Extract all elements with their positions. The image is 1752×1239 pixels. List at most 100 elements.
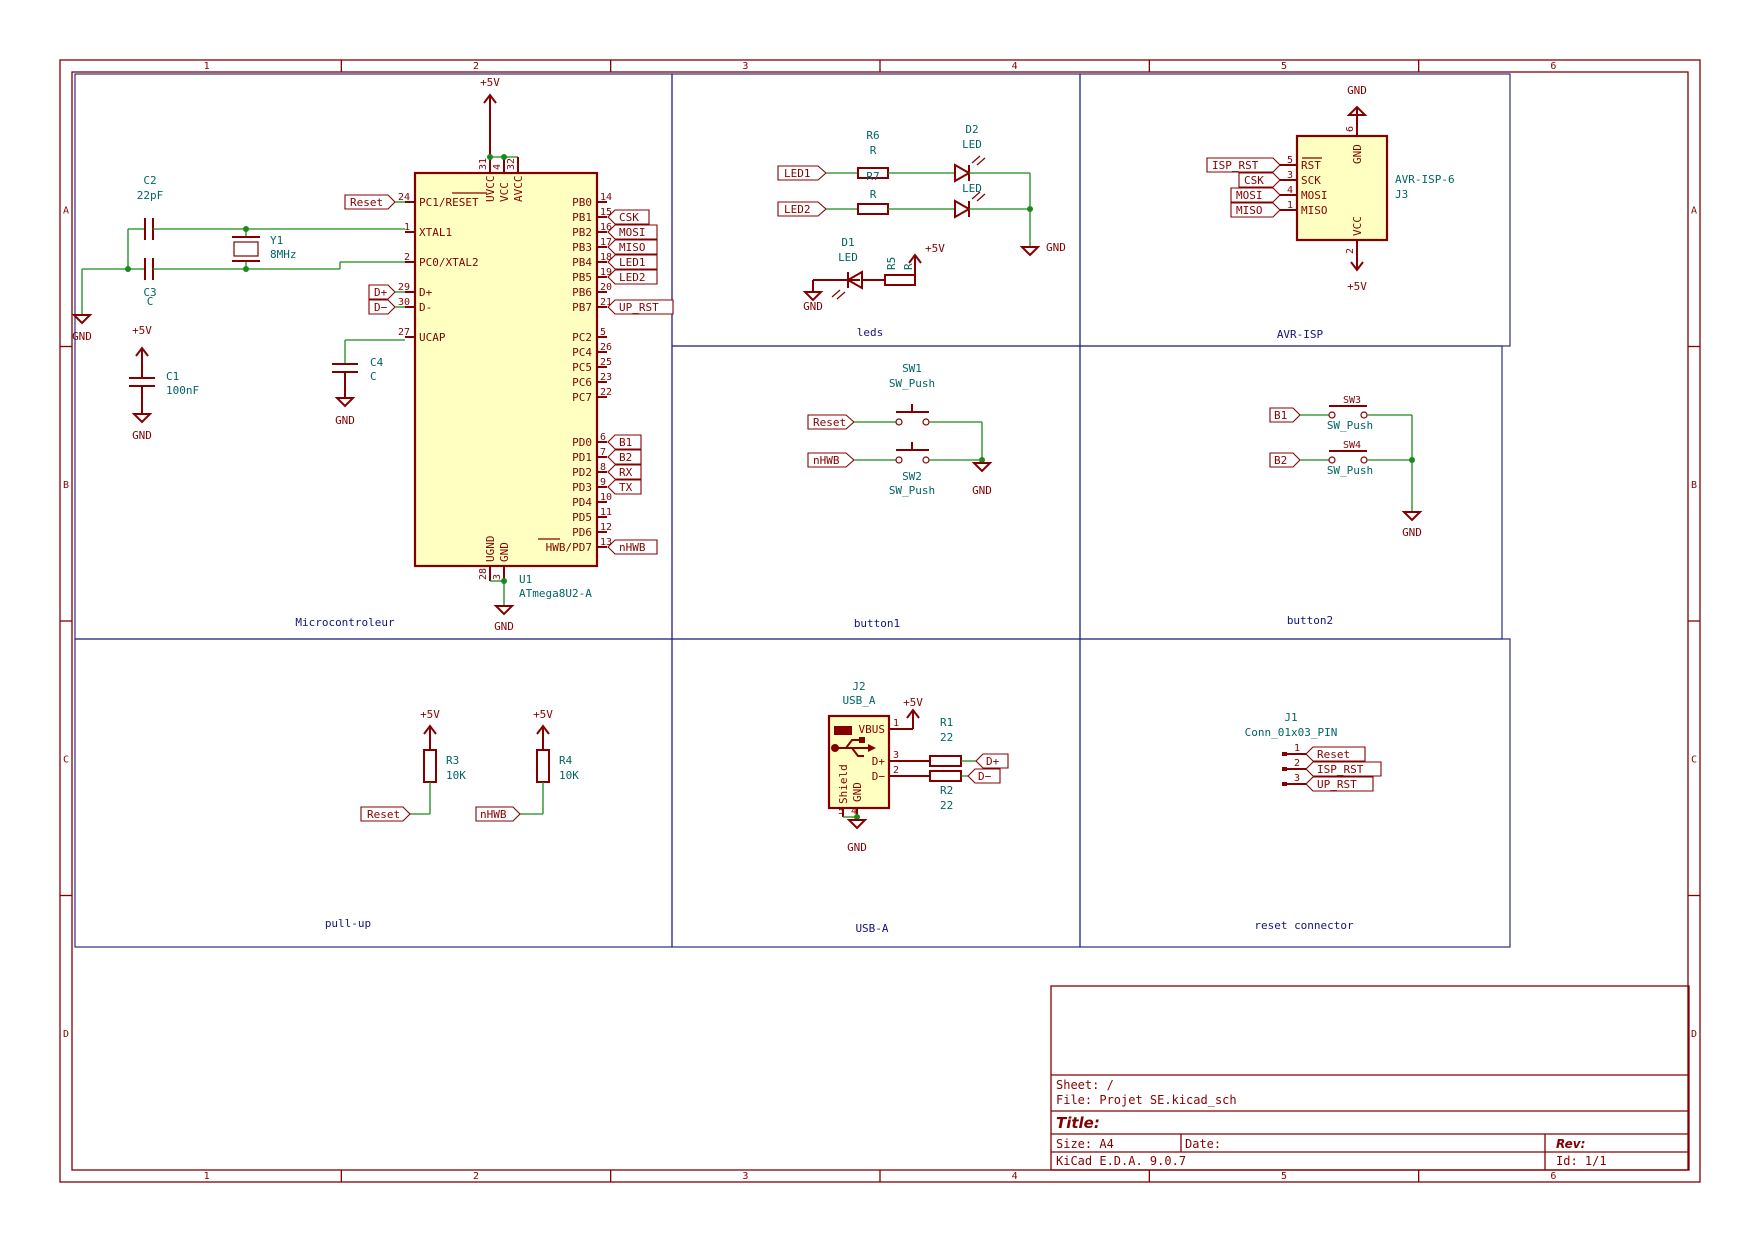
- net-label-mcu-right-text: TX: [619, 481, 633, 494]
- d2-led-icon: [954, 163, 972, 183]
- title-block-rev: Rev:: [1556, 1137, 1585, 1151]
- net-label-mcu-right[interactable]: [607, 299, 674, 315]
- net-label-r1-dplus[interactable]: [975, 753, 1009, 769]
- net-label-mcu-right[interactable]: [607, 239, 658, 255]
- pin-num-3: 3: [492, 574, 503, 580]
- net-label-j1[interactable]: [1305, 761, 1382, 777]
- junction: [243, 226, 249, 232]
- net-label-r2-dminus[interactable]: [967, 768, 1001, 784]
- net-label-mcu-right[interactable]: [607, 539, 658, 555]
- d2-value: LED: [962, 138, 982, 151]
- net-label-mcu-right[interactable]: [607, 464, 642, 480]
- net-label-mcu-right[interactable]: [607, 434, 642, 450]
- frame-col-label-bottom: 5: [1281, 1171, 1287, 1182]
- net-label-sw3-b1[interactable]: [1269, 407, 1301, 423]
- button2-circuit: B1 SW3 SW_Push B2 SW4 SW_Push GND: [1269, 395, 1423, 539]
- net-label-r4-nhwb[interactable]: [475, 806, 521, 822]
- j3-pin-num: 1: [1287, 200, 1293, 211]
- block-title-microcontroleur: Microcontroleur: [295, 616, 395, 629]
- mcu-pin-name: PB1: [572, 211, 592, 224]
- r2-body: [929, 770, 962, 782]
- frame-col-label-top: 3: [742, 61, 748, 72]
- sw4-value: SW_Push: [1327, 464, 1373, 477]
- button1-circuit: Reset SW1 SW_Push nHWB SW2 SW_Push GND: [807, 362, 993, 497]
- sw3-value: SW_Push: [1327, 419, 1373, 432]
- title-block-date: Date:: [1185, 1137, 1221, 1151]
- j1-pin-head: [1282, 782, 1287, 786]
- net-label-sw1-reset[interactable]: [807, 414, 855, 430]
- j2-shield-label: Shield: [837, 764, 850, 804]
- y1-crystal-body: [233, 241, 259, 257]
- c2-ref: C2: [143, 174, 156, 187]
- net-label-j1[interactable]: [1305, 776, 1374, 792]
- mcu-atmega8u2[interactable]: +5V 31 4 32 UVCC VCC AVCC GND 28 3 UGND …: [344, 76, 674, 633]
- net-label-j1[interactable]: [1305, 746, 1366, 762]
- net-label-r1-dplus-text: D+: [986, 755, 1000, 768]
- frame-col-label-bottom: 6: [1550, 1171, 1556, 1182]
- power-label-j2-gnd: GND: [847, 841, 867, 854]
- net-label-sw3-b1-text: B1: [1274, 409, 1287, 422]
- d2-ref: D2: [965, 123, 978, 136]
- net-label-j3[interactable]: [1230, 202, 1281, 218]
- mcu-pin-name: PB7: [572, 301, 592, 314]
- net-label-mcu-right-text: LED1: [619, 256, 646, 269]
- net-label-j3[interactable]: [1238, 172, 1281, 188]
- pin-name-gnd: GND: [498, 542, 511, 562]
- block-reset-connector: [1079, 638, 1511, 948]
- net-label-mcu-left[interactable]: [368, 284, 396, 300]
- gnd-symbol-j2: [846, 819, 868, 830]
- net-label-mcu-right[interactable]: [607, 254, 658, 270]
- r2-value: 22: [940, 799, 953, 812]
- power-arrow-r3: [423, 724, 437, 735]
- j2-pin-num-1: 1: [893, 718, 899, 729]
- block-outlines: Microcontroleur leds AVR-ISP button1 but…: [74, 73, 1511, 948]
- net-label-j3-text: MOSI: [1236, 189, 1263, 202]
- r7-value: R: [870, 188, 877, 201]
- crystal-circuit: C2 22pF C3 C GND Y1 8MHz +5V GND: [71, 174, 405, 442]
- net-label-mcu-left[interactable]: [344, 194, 396, 210]
- mcu-pin-num: 21: [600, 297, 612, 308]
- mcu-pin-name: HWB/PD7: [546, 541, 592, 554]
- net-label-sw4-b2[interactable]: [1269, 452, 1301, 468]
- net-label-mcu-right[interactable]: [607, 224, 658, 240]
- net-label-mcu-right[interactable]: [607, 449, 642, 465]
- block-title-button1: button1: [854, 617, 900, 630]
- power-arrow-j2: [906, 708, 920, 719]
- d3-light-icon: [971, 191, 986, 202]
- mcu-pin-num: 9: [600, 477, 606, 488]
- title-block-kicad: KiCad E.D.A. 9.0.7: [1056, 1154, 1186, 1168]
- j2-pin-num-3: 3: [893, 750, 899, 761]
- net-label-led2[interactable]: [777, 201, 827, 217]
- net-label-mcu-right[interactable]: [607, 209, 650, 225]
- net-label-led1[interactable]: [777, 165, 827, 181]
- mcu-pin-num: 12: [600, 522, 612, 533]
- net-label-mcu-left-text: Reset: [350, 196, 383, 209]
- net-label-r3-reset[interactable]: [360, 806, 411, 822]
- block-title-reset-connector: reset connector: [1254, 919, 1354, 932]
- j2-pin-name-dminus: D−: [872, 770, 886, 783]
- r4-body: [536, 749, 550, 783]
- frame-col-label-top: 2: [473, 61, 479, 72]
- power-label-button1-gnd: GND: [972, 484, 992, 497]
- mcu-pin-name: PB4: [572, 256, 592, 269]
- net-label-j3[interactable]: [1230, 187, 1281, 203]
- mcu-pin-num: 11: [600, 507, 612, 518]
- net-label-mcu-right-text: LED2: [619, 271, 646, 284]
- mcu-pin-num: 24: [398, 192, 410, 203]
- power-arrow-mcu-5v: [483, 93, 497, 104]
- y1-value: 8MHz: [270, 248, 297, 261]
- mcu-pin-num: 17: [600, 237, 612, 248]
- net-label-sw2-nhwb[interactable]: [807, 452, 855, 468]
- power-label-r3-5v: +5V: [420, 708, 440, 721]
- mcu-pin-num: 6: [600, 432, 606, 443]
- net-label-mcu-right[interactable]: [607, 479, 642, 495]
- gnd-symbol-c4: [334, 397, 356, 408]
- mcu-pin-name: XTAL1: [419, 226, 452, 239]
- net-label-j3[interactable]: [1206, 157, 1281, 173]
- net-label-mcu-left[interactable]: [368, 299, 396, 315]
- j1-pin-num: 3: [1294, 773, 1300, 784]
- net-label-mcu-right[interactable]: [607, 269, 658, 285]
